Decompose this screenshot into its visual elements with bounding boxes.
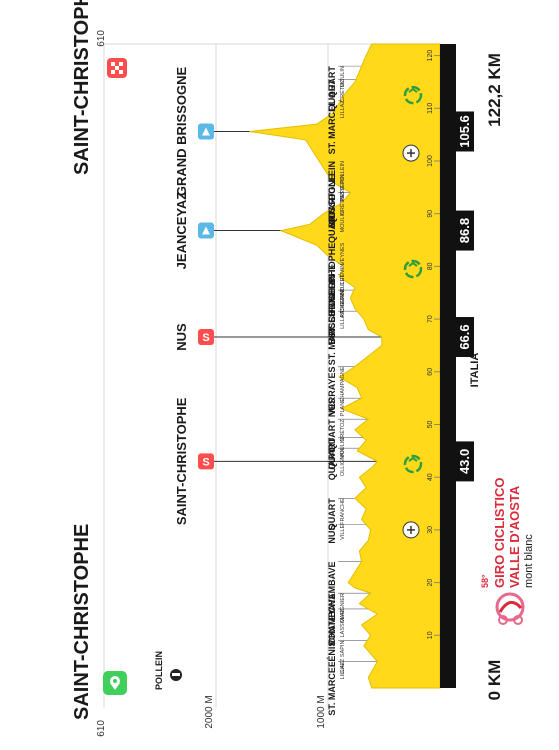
svg-text:S: S <box>202 332 209 344</box>
place-sublabel: LILLAZ <box>340 311 346 329</box>
km-tick-label: 30 <box>427 526 434 534</box>
place-label: POLLEIN <box>327 161 337 200</box>
km-badge <box>456 317 474 358</box>
km-marker-label: 66.6 <box>457 324 472 349</box>
place-label: ST. CHRISTOPHE <box>327 264 337 338</box>
place-label: QUART <box>327 448 337 480</box>
place-sublabel: PLANE <box>340 398 346 416</box>
place-sublabel: MOULIN <box>340 211 346 232</box>
climb-label: GRAND BRISSOGNE <box>174 67 189 197</box>
place-label: CHAMBAVE <box>327 593 337 644</box>
place-sublabel: VEYNES <box>340 242 346 265</box>
place-label: QUART <box>327 211 337 243</box>
place-label: QUART <box>327 66 337 98</box>
place-sublabel: CHAMPAGNE <box>340 366 346 401</box>
place-label: QUART <box>327 437 337 469</box>
km-tick-label: 20 <box>427 579 434 587</box>
sprint-icon <box>198 329 214 346</box>
technical-point-icon <box>402 144 420 162</box>
km-tick-label: 110 <box>427 103 434 114</box>
technical-point-icon <box>402 521 420 539</box>
place-sublabel: PASSERIN <box>340 290 346 317</box>
place-label: QUART <box>327 192 337 224</box>
place-label: NUS <box>327 398 337 417</box>
place-sublabel: PETIT POLLEIN <box>340 161 346 201</box>
feed-zone-icon <box>403 85 423 105</box>
km-tick-label: 60 <box>427 368 434 376</box>
km-tick-label: 70 <box>427 315 434 323</box>
elevation-profile <box>249 43 441 689</box>
km-tick-label: 100 <box>427 155 434 167</box>
svg-text:S: S <box>202 456 209 468</box>
place-label: CHAMBAVE <box>327 562 337 613</box>
km-badge <box>456 210 474 251</box>
place-label: ST. CHRISTOPHE <box>327 243 337 317</box>
place-sublabel: LILLAZ <box>340 100 346 118</box>
km-tick-label: 10 <box>427 631 434 639</box>
place-sublabel: LASSOLAZ <box>340 608 346 637</box>
km-tick-label: 40 <box>427 473 434 481</box>
place-sublabel: MOULIN <box>340 66 346 87</box>
place-label: NUS <box>327 525 337 544</box>
place-label: ST. MARCEL <box>327 100 337 155</box>
km-marker-label: 43.0 <box>457 449 472 474</box>
place-sublabel: CHEZ SAPIN <box>340 641 346 674</box>
place-sublabel: MARGNIER <box>340 593 346 623</box>
feed-zone-icon <box>403 454 423 474</box>
km-tick-label: 90 <box>427 210 434 218</box>
place-sublabel: PASSERIN <box>340 174 346 201</box>
climb-label: JEANCEYAZ <box>174 192 189 270</box>
place-label: QUART <box>327 79 337 111</box>
place-label: BRISSOGNE <box>327 290 337 344</box>
place-label: QUART <box>327 498 337 530</box>
place-label: PONTEY <box>327 609 337 646</box>
place-sublabel: MOULIN <box>340 438 346 459</box>
climb-label: SAINT-CHRISTOPHE <box>174 397 189 525</box>
place-label: QUART <box>327 419 337 451</box>
road-strip <box>440 44 456 688</box>
place-sublabel: GRAND CHEMIN <box>340 264 346 307</box>
place-sublabel: LILLAZ <box>340 661 346 679</box>
km-tick-label: 50 <box>427 421 434 429</box>
place-label: ST. MARCEL <box>327 311 337 366</box>
place-label: ST. MARCEL <box>327 661 337 716</box>
place-sublabel: CRÉTOZ <box>339 192 346 215</box>
place-sublabel: CRÉTOZ <box>339 419 346 442</box>
place-sublabel: CRÉTOZ <box>339 79 346 102</box>
km-marker-label: 105.6 <box>457 115 472 148</box>
sprint-icon <box>198 453 214 470</box>
place-sublabel: OLLIGNAN <box>340 448 346 476</box>
km-tick-label: 120 <box>427 50 434 62</box>
km-tick-label: 80 <box>427 262 434 270</box>
km-marker-label: 86.8 <box>457 218 472 243</box>
place-label: VERRAYES <box>327 367 337 416</box>
feed-zone-icon <box>403 259 423 279</box>
km-badge <box>456 111 474 152</box>
km-badge <box>456 441 474 482</box>
place-sublabel: CHEZ BRULET <box>340 274 346 313</box>
place-label: POLLEIN <box>327 274 337 313</box>
place-sublabel: VILLEFRANCHE <box>340 498 346 540</box>
climb-label: NUS <box>174 323 189 351</box>
place-label: BRISSOGNE <box>327 174 337 228</box>
place-label: FÉNIS <box>327 641 337 668</box>
